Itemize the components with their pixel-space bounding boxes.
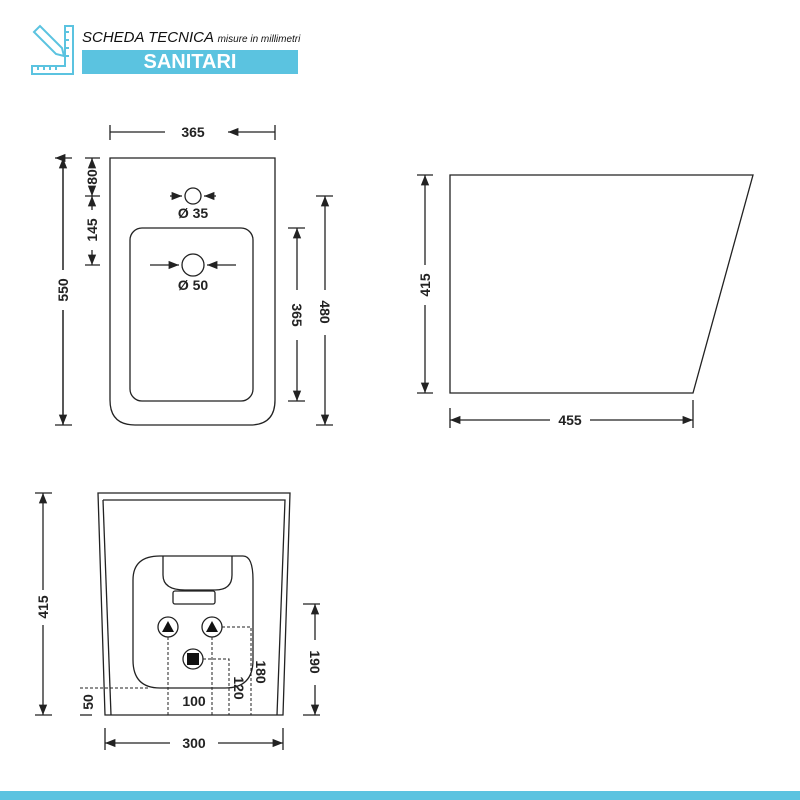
dim-300: 300 [182, 735, 206, 751]
front-view [35, 492, 320, 750]
dim-side-415: 415 [417, 273, 433, 297]
dim-hole-50: Ø 50 [178, 277, 209, 293]
category-band: SANITARI [82, 50, 298, 74]
dim-50: 50 [80, 694, 96, 710]
dim-190: 190 [307, 650, 323, 674]
dim-120: 120 [231, 676, 247, 700]
dim-front-415: 415 [35, 595, 51, 619]
ruler-pencil-logo-icon [31, 24, 74, 75]
dim-480: 480 [317, 300, 333, 324]
dim-height-550: 550 [55, 278, 71, 302]
dimension-guides [80, 626, 252, 715]
sheet-title: SCHEDA TECNICA misure in millimetri [82, 29, 300, 46]
dim-hole-35: Ø 35 [178, 205, 209, 221]
top-view [55, 125, 333, 426]
dim-455: 455 [558, 412, 582, 428]
title-text: SCHEDA TECNICA [82, 29, 214, 46]
side-view [417, 174, 754, 428]
dim-100: 100 [182, 693, 206, 709]
dim-180: 180 [253, 660, 269, 684]
footer-band [0, 791, 800, 800]
dim-145: 145 [84, 218, 100, 242]
dim-80: 80 [84, 169, 100, 185]
dim-365-inner: 365 [289, 303, 305, 327]
units-note: misure in millimetri [217, 34, 301, 45]
dim-width-365: 365 [181, 124, 205, 140]
